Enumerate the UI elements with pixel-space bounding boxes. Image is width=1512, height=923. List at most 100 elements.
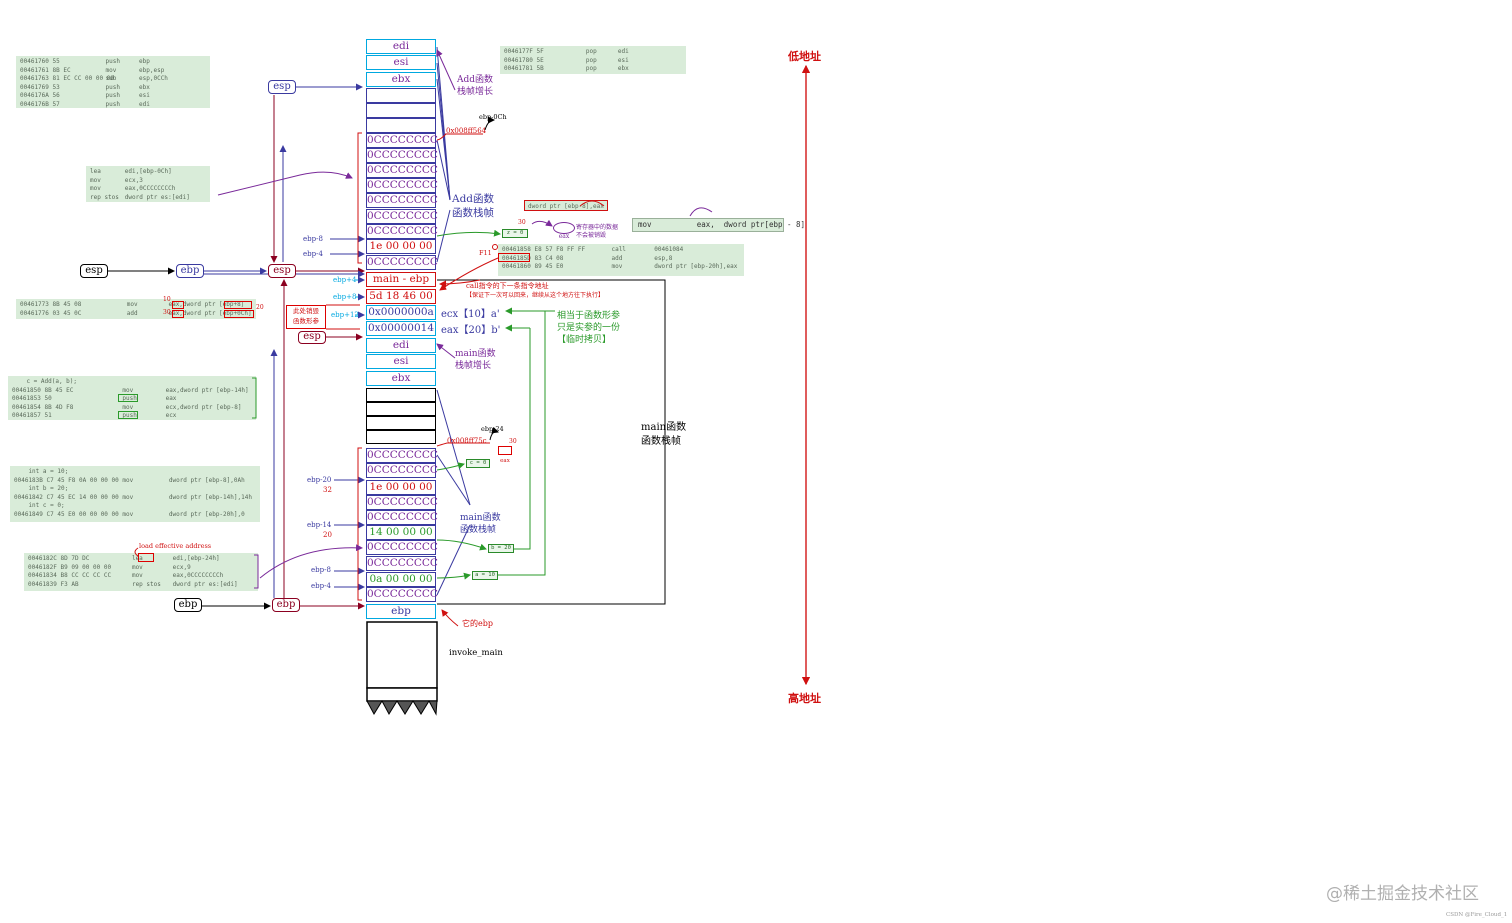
register-pill: ebp [272, 598, 300, 612]
disassembly-token: mov [105, 66, 117, 74]
eax-bubble-text: eax [558, 233, 570, 240]
disassembly-token: dword ptr [ebp-20h],eax [654, 263, 738, 271]
annotation-text: 【保证下一次可以回来，继续从这个地方往下执行】 [466, 292, 605, 299]
annotation-text: eax【20】b' [441, 325, 501, 336]
disassembly-token: eax,0CCCCCCCCh [172, 572, 224, 580]
ebp-offset-label: ebp+12 [331, 311, 359, 319]
annotation-text: main函数 [455, 349, 496, 359]
annotation-text: 相当于函数形参 [557, 311, 621, 321]
disassembly-token: 0046176A 56 [20, 92, 60, 100]
annotation-text: 【临时拷贝】 [557, 335, 612, 345]
highlight-mov-ebp8 [524, 200, 608, 211]
stack-cell: 0CCCCCCCC [366, 255, 438, 270]
disassembly-token: 00461854 8B 4D F8 [12, 403, 74, 411]
stack-cell [366, 430, 436, 444]
stack-cell: main - ebp [366, 272, 436, 287]
annotation-text: 函数栈帧 [641, 436, 681, 447]
disassembly-line: int b = 20; [14, 485, 256, 494]
disassembly-token: 00461084 [654, 246, 684, 253]
annotation-text: 30 [163, 309, 171, 316]
highlight-push-1 [118, 394, 138, 402]
ebp-offset-label: 20 [323, 531, 332, 539]
disassembly-token: ecx,dword ptr [ebp-8] [165, 403, 242, 411]
annotation-text: 不会被销毁 [576, 232, 607, 239]
disassembly-token: mov [122, 403, 134, 411]
stack-cell: 0x00000014 [366, 321, 436, 336]
disassembly-token: esi [617, 56, 629, 64]
disassembly-token: esp,0CCh [139, 75, 168, 83]
annotation-text: 只是实参的一份 [557, 323, 621, 333]
stack-cell: 0CCCCCCCC [366, 163, 438, 178]
disassembly-line: dword ptr [ebp-8],eax [528, 203, 604, 212]
disassembly-token: mov [90, 176, 101, 184]
disassembly-token: 00461761 8B EC [20, 66, 71, 74]
disassembly-token: mov [131, 563, 143, 571]
ebp-offset-label: ebp-14 [307, 521, 332, 529]
destroy-note: 此处销毁 函数形参 [286, 305, 326, 329]
stack-cell: 0CCCCCCCC [366, 193, 438, 208]
annotation-text: ecx【10】a' [441, 309, 500, 320]
ebp-offset-label: 32 [323, 486, 332, 494]
disassembly-token: rep stos [131, 580, 161, 588]
disassembly-token: 00461781 5B [504, 65, 544, 73]
annotation-text: invoke_main [449, 648, 503, 658]
ebp-offset-label: ebp+8 [333, 293, 357, 301]
stack-cell: esi [366, 55, 436, 70]
disassembly-token: 00461780 5E [504, 56, 544, 64]
ebp-offset-label: ebp-8 [303, 235, 323, 243]
annotation-text: 0x008ff75c [447, 437, 487, 445]
disassembly-token: 00461860 89 45 E0 [502, 263, 564, 271]
disassembly-token: dword ptr [ebp-20h],0 [168, 510, 245, 518]
stack-cell: ebp [366, 604, 436, 619]
stack-cell: 0CCCCCCCC [366, 148, 438, 163]
disassembly-token: 00461769 53 [20, 83, 60, 91]
disassembly-token: push [105, 58, 120, 65]
disassembly-token: eax,dword ptr [ebp+8] [168, 301, 245, 308]
stack-cell: 0CCCCCCCC [366, 495, 438, 510]
highlight-eax-2 [172, 310, 184, 318]
highlight-push-2 [118, 411, 138, 419]
annotation-text: 函数栈帧 [452, 207, 494, 219]
disassembly-token: 0046185D 83 C4 08 [502, 254, 564, 262]
disassembly-token: ebp,esp [139, 66, 165, 74]
disassembly-token: 00461776 03 45 0C [20, 309, 82, 317]
stack-cell [366, 103, 436, 118]
annotation-text: Add函数 [452, 193, 495, 205]
disassembly-token: mov [122, 386, 134, 394]
disassembly-token: 00461853 50 [12, 395, 52, 403]
disassembly-token: 00461858 E8 57 F8 FF FF [502, 246, 586, 253]
disassembly-token: int b = 20; [14, 485, 69, 493]
disassembly-token: push [105, 83, 120, 91]
disassembly-token: lea [131, 555, 143, 562]
disassembly-token: dword ptr [ebp-14h],14h [168, 493, 252, 501]
stack-cell: 0CCCCCCCC [366, 463, 438, 478]
disassembly-token: 00461850 8B 45 EC [12, 386, 74, 394]
annotation-text: 寄存器中的数据 [576, 224, 619, 231]
disassembly-line: int a = 10; [14, 468, 256, 477]
eax-bubble: eax [553, 222, 575, 240]
stack-cell: 0CCCCCCCC [366, 510, 438, 525]
disassembly-token: add [126, 309, 138, 317]
annotation-text: 它的ebp [462, 619, 493, 628]
ebp-offset-label: ebp-4 [311, 582, 331, 590]
disassembly-token: esp,8 [654, 254, 673, 262]
stack-cell [366, 402, 436, 416]
highlight-lea [138, 553, 154, 562]
disassembly-token: mov [131, 572, 143, 580]
stack-cell: 0CCCCCCCC [366, 556, 438, 571]
stack-cell: 0CCCCCCCC [366, 209, 438, 224]
stack-cell [366, 388, 436, 402]
stack-cell: 0CCCCCCCC [366, 178, 438, 193]
